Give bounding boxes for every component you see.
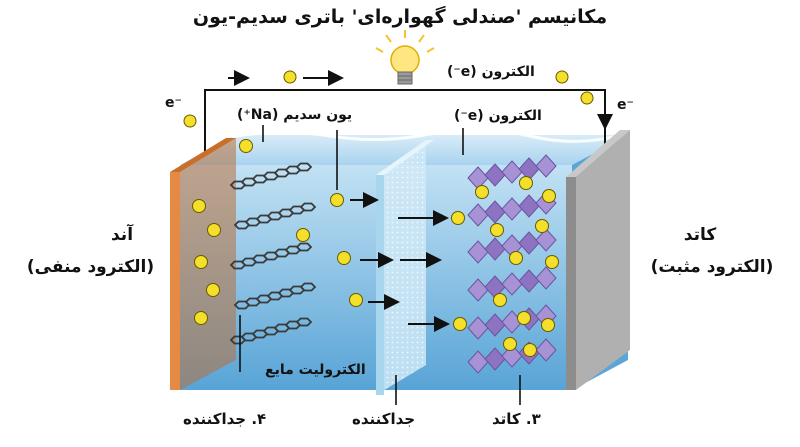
sodium-ion — [453, 317, 467, 331]
graphite-sheet — [229, 242, 313, 270]
crystal-octahedron — [484, 200, 506, 224]
crystal-octahedron — [484, 347, 506, 371]
sodium-ion — [535, 219, 549, 233]
anode-subtitle: (الکترود منفی) — [26, 257, 155, 277]
wire-electron — [183, 114, 197, 128]
crystal-octahedron — [501, 197, 523, 221]
crystal-octahedron — [518, 231, 540, 255]
sodium-ion — [194, 311, 208, 325]
separator — [376, 140, 434, 395]
electrolyte-back — [180, 135, 628, 165]
crystal-octahedron — [535, 228, 557, 252]
graphite-sheet — [229, 162, 313, 190]
anode-title: آند — [110, 225, 134, 245]
crystal-octahedron — [467, 203, 489, 227]
cathode-crystal — [467, 154, 557, 374]
sodium-ion — [349, 293, 363, 307]
wire-electron — [555, 70, 569, 84]
crystal-octahedron — [467, 350, 489, 374]
sodium-ion — [239, 139, 253, 153]
crystal-octahedron — [467, 240, 489, 264]
sodium-ion — [337, 251, 351, 265]
diagram-title: مکانیسم 'صندلی گهواره‌ای' باتری سدیم-یون — [192, 6, 608, 28]
bottom-label-cathode: ۳. کاتد — [492, 410, 541, 428]
sodium-ion — [206, 283, 220, 297]
electron-label-mid: الکترون (e⁻) — [454, 108, 542, 124]
ion-arrows — [350, 192, 450, 332]
sodium-ion — [503, 337, 517, 351]
circuit-wire — [204, 70, 613, 155]
crystal-octahedron — [535, 266, 557, 290]
crystal-octahedron — [501, 344, 523, 368]
crystal-octahedron — [484, 163, 506, 187]
sodium-ion — [451, 211, 465, 225]
bulb-icon — [375, 30, 435, 85]
sodium-ion — [490, 223, 504, 237]
graphite-sheet — [233, 282, 317, 310]
cathode-plate — [566, 130, 630, 390]
cathode-subtitle: (الکترود مثبت) — [650, 257, 774, 277]
leader-lines — [239, 125, 521, 405]
electron-symbol-right: e⁻ — [617, 97, 634, 113]
crystal-octahedron — [467, 278, 489, 302]
bottom-label-separator: جداکننده — [352, 410, 416, 428]
electron-label-top: الکترون (e⁻) — [447, 64, 535, 80]
sodium-ions — [192, 139, 559, 357]
sodium-ion — [523, 343, 537, 357]
sodium-ion — [475, 185, 489, 199]
bottom-label-anode: ۴. جداکننده — [183, 410, 267, 428]
graphite-layers — [229, 162, 317, 345]
crystal-octahedron — [535, 154, 557, 178]
sodium-ion — [207, 223, 221, 237]
crystal-octahedron — [467, 316, 489, 340]
sodium-ion — [542, 189, 556, 203]
crystal-octahedron — [518, 194, 540, 218]
sodium-ion — [541, 318, 555, 332]
sodium-ion — [330, 193, 344, 207]
sodium-ion — [192, 199, 206, 213]
crystal-octahedron — [535, 338, 557, 362]
sodium-ion-label: یون سدیم (Na⁺) — [237, 107, 353, 123]
sodium-ion — [194, 255, 208, 269]
crystal-octahedron — [501, 272, 523, 296]
crystal-octahedron — [484, 237, 506, 261]
crystal-octahedron — [501, 160, 523, 184]
crystal-octahedron — [484, 313, 506, 337]
sodium-ion — [296, 228, 310, 242]
crystal-octahedron — [518, 269, 540, 293]
electron-symbol-left: e⁻ — [165, 95, 182, 111]
sodium-ion — [509, 251, 523, 265]
sodium-ion — [493, 293, 507, 307]
water-surface-wave — [231, 127, 629, 143]
sodium-ion — [545, 255, 559, 269]
cathode-title: کاتد — [683, 225, 717, 245]
graphite-sheet — [229, 317, 313, 345]
anode-plate — [170, 138, 236, 390]
electrolyte-label: الکترولیت مایع — [265, 362, 366, 378]
wire-electron — [283, 70, 297, 84]
sodium-ion — [517, 311, 531, 325]
sodium-ion — [519, 176, 533, 190]
wire-electron — [580, 91, 594, 105]
graphite-sheet — [233, 202, 317, 230]
